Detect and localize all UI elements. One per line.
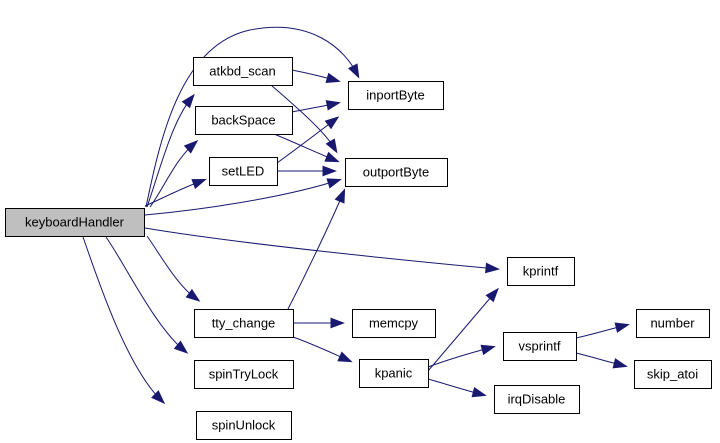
edge-line [144,227,498,270]
edge-setLED-to-inportByte [276,116,340,164]
node-box[interactable] [636,309,710,338]
graph-node-tty_change[interactable]: tty_changetty_change [194,309,294,338]
graph-node-atkbd_scan[interactable]: atkbd_scanatkbd_scan [193,57,293,86]
edge-backSpace-to-inportByte [291,100,341,113]
edge-arrowhead [185,288,201,302]
edge-arrowhead [330,317,345,329]
graph-node-spinTryLock[interactable]: spinTryLockspinTryLock [194,360,294,389]
edge-keyboardHandler-to-spinUnlock [82,236,166,405]
edge-arrowhead [614,322,630,333]
edge-line [287,190,345,310]
edge-tty_change-to-memcpy [293,317,345,329]
graph-node-irqDisable[interactable]: irqDisableirqDisable [494,385,580,414]
edge-arrowhead [173,340,189,354]
edge-kpanic-to-kprintf [427,287,499,372]
edge-line [145,26,359,208]
node-layer: keyboardHandlerkeyboardHandler atkbd_scan… [5,57,712,440]
edge-arrowhead [348,63,360,79]
edge-arrowhead [181,93,195,109]
node-box[interactable] [348,81,444,110]
edge-arrowhead [324,116,340,130]
graph-node-outportByte[interactable]: outportByteoutportByte [345,158,448,187]
edge-keyboardHandler-to-kprintf [144,227,500,274]
edge-arrowhead [324,151,340,163]
edge-keyboardHandler-to-inportByte [145,26,360,208]
node-box[interactable] [359,359,429,388]
edge-keyboardHandler-to-atkbd_scan [146,93,195,208]
edge-arrowhead [334,188,346,204]
edge-backSpace-to-outportByte [273,133,340,163]
edge-kpanic-to-vsprintf [427,344,496,368]
edge-arrowhead [485,287,499,303]
edge-line [427,289,498,372]
graph-node-backSpace[interactable]: backSpacebackSpace [195,106,293,135]
edge-line [146,235,199,301]
graph-node-inportByte[interactable]: inportByteinportByte [348,81,444,110]
graph-node-keyboardHandler[interactable]: keyboardHandlerkeyboardHandler [5,208,145,237]
edge-kpanic-to-irqDisable [427,378,487,398]
edge-arrowhead [326,178,342,189]
graph-node-setLED[interactable]: setLEDsetLED [209,157,278,186]
edge-line [149,141,197,208]
edge-arrowhead [322,165,337,177]
edge-line [82,236,164,403]
node-box[interactable] [5,208,145,237]
edge-keyboardHandler-to-tty_change [146,235,201,302]
edge-atkbd_scan-to-inportByte [291,69,341,84]
graph-node-vsprintf[interactable]: vsprintfvsprintf [503,332,577,361]
edge-line [105,236,187,353]
edge-keyboardHandler-to-setLED [144,178,207,207]
edge-arrowhead [471,386,487,398]
edge-arrowhead [325,138,338,154]
edge-arrowhead [191,178,207,190]
edge-tty_change-to-outportByte [287,188,346,310]
edge-vsprintf-to-number [575,322,630,339]
node-box[interactable] [345,158,448,187]
edge-arrowhead [337,351,353,363]
edge-vsprintf-to-skip_atoi [575,352,628,369]
edge-setLED-to-outportByte [276,165,337,177]
edge-arrowhead [325,100,341,111]
node-box[interactable] [194,360,294,389]
edge-line [144,179,340,216]
graph-node-kpanic[interactable]: kpanickpanic [359,359,429,388]
edge-keyboardHandler-to-backSpace [149,140,199,208]
edge-layer [82,26,630,405]
node-box[interactable] [503,332,577,361]
edge-keyboardHandler-to-outportByte [144,178,342,216]
graph-node-number[interactable]: numbernumber [636,309,710,338]
edge-atkbd_scan-to-outportByte [270,84,338,154]
edge-arrowhead [612,358,628,369]
graph-node-kprintf[interactable]: kprintfkprintf [507,257,575,286]
edge-arrowhead [325,72,341,84]
node-box[interactable] [209,157,278,186]
node-box[interactable] [507,257,575,286]
node-box[interactable] [194,309,294,338]
graph-node-skip_atoi[interactable]: skip_atoiskip_atoi [634,360,712,389]
node-box[interactable] [634,360,712,389]
edge-tty_change-to-kpanic [292,336,353,363]
node-box[interactable] [196,411,292,440]
edge-arrowhead [183,140,199,154]
edge-arrowhead [480,344,496,356]
graph-node-spinUnlock[interactable]: spinUnlockspinUnlock [196,411,292,440]
node-box[interactable] [494,385,580,414]
node-box[interactable] [352,309,436,338]
edge-keyboardHandler-to-spinTryLock [105,236,189,354]
node-box[interactable] [195,106,293,135]
edge-arrowhead [485,262,500,274]
node-box[interactable] [193,57,293,86]
edge-arrowhead [151,390,166,405]
graph-node-memcpy[interactable]: memcpymemcpy [352,309,436,338]
